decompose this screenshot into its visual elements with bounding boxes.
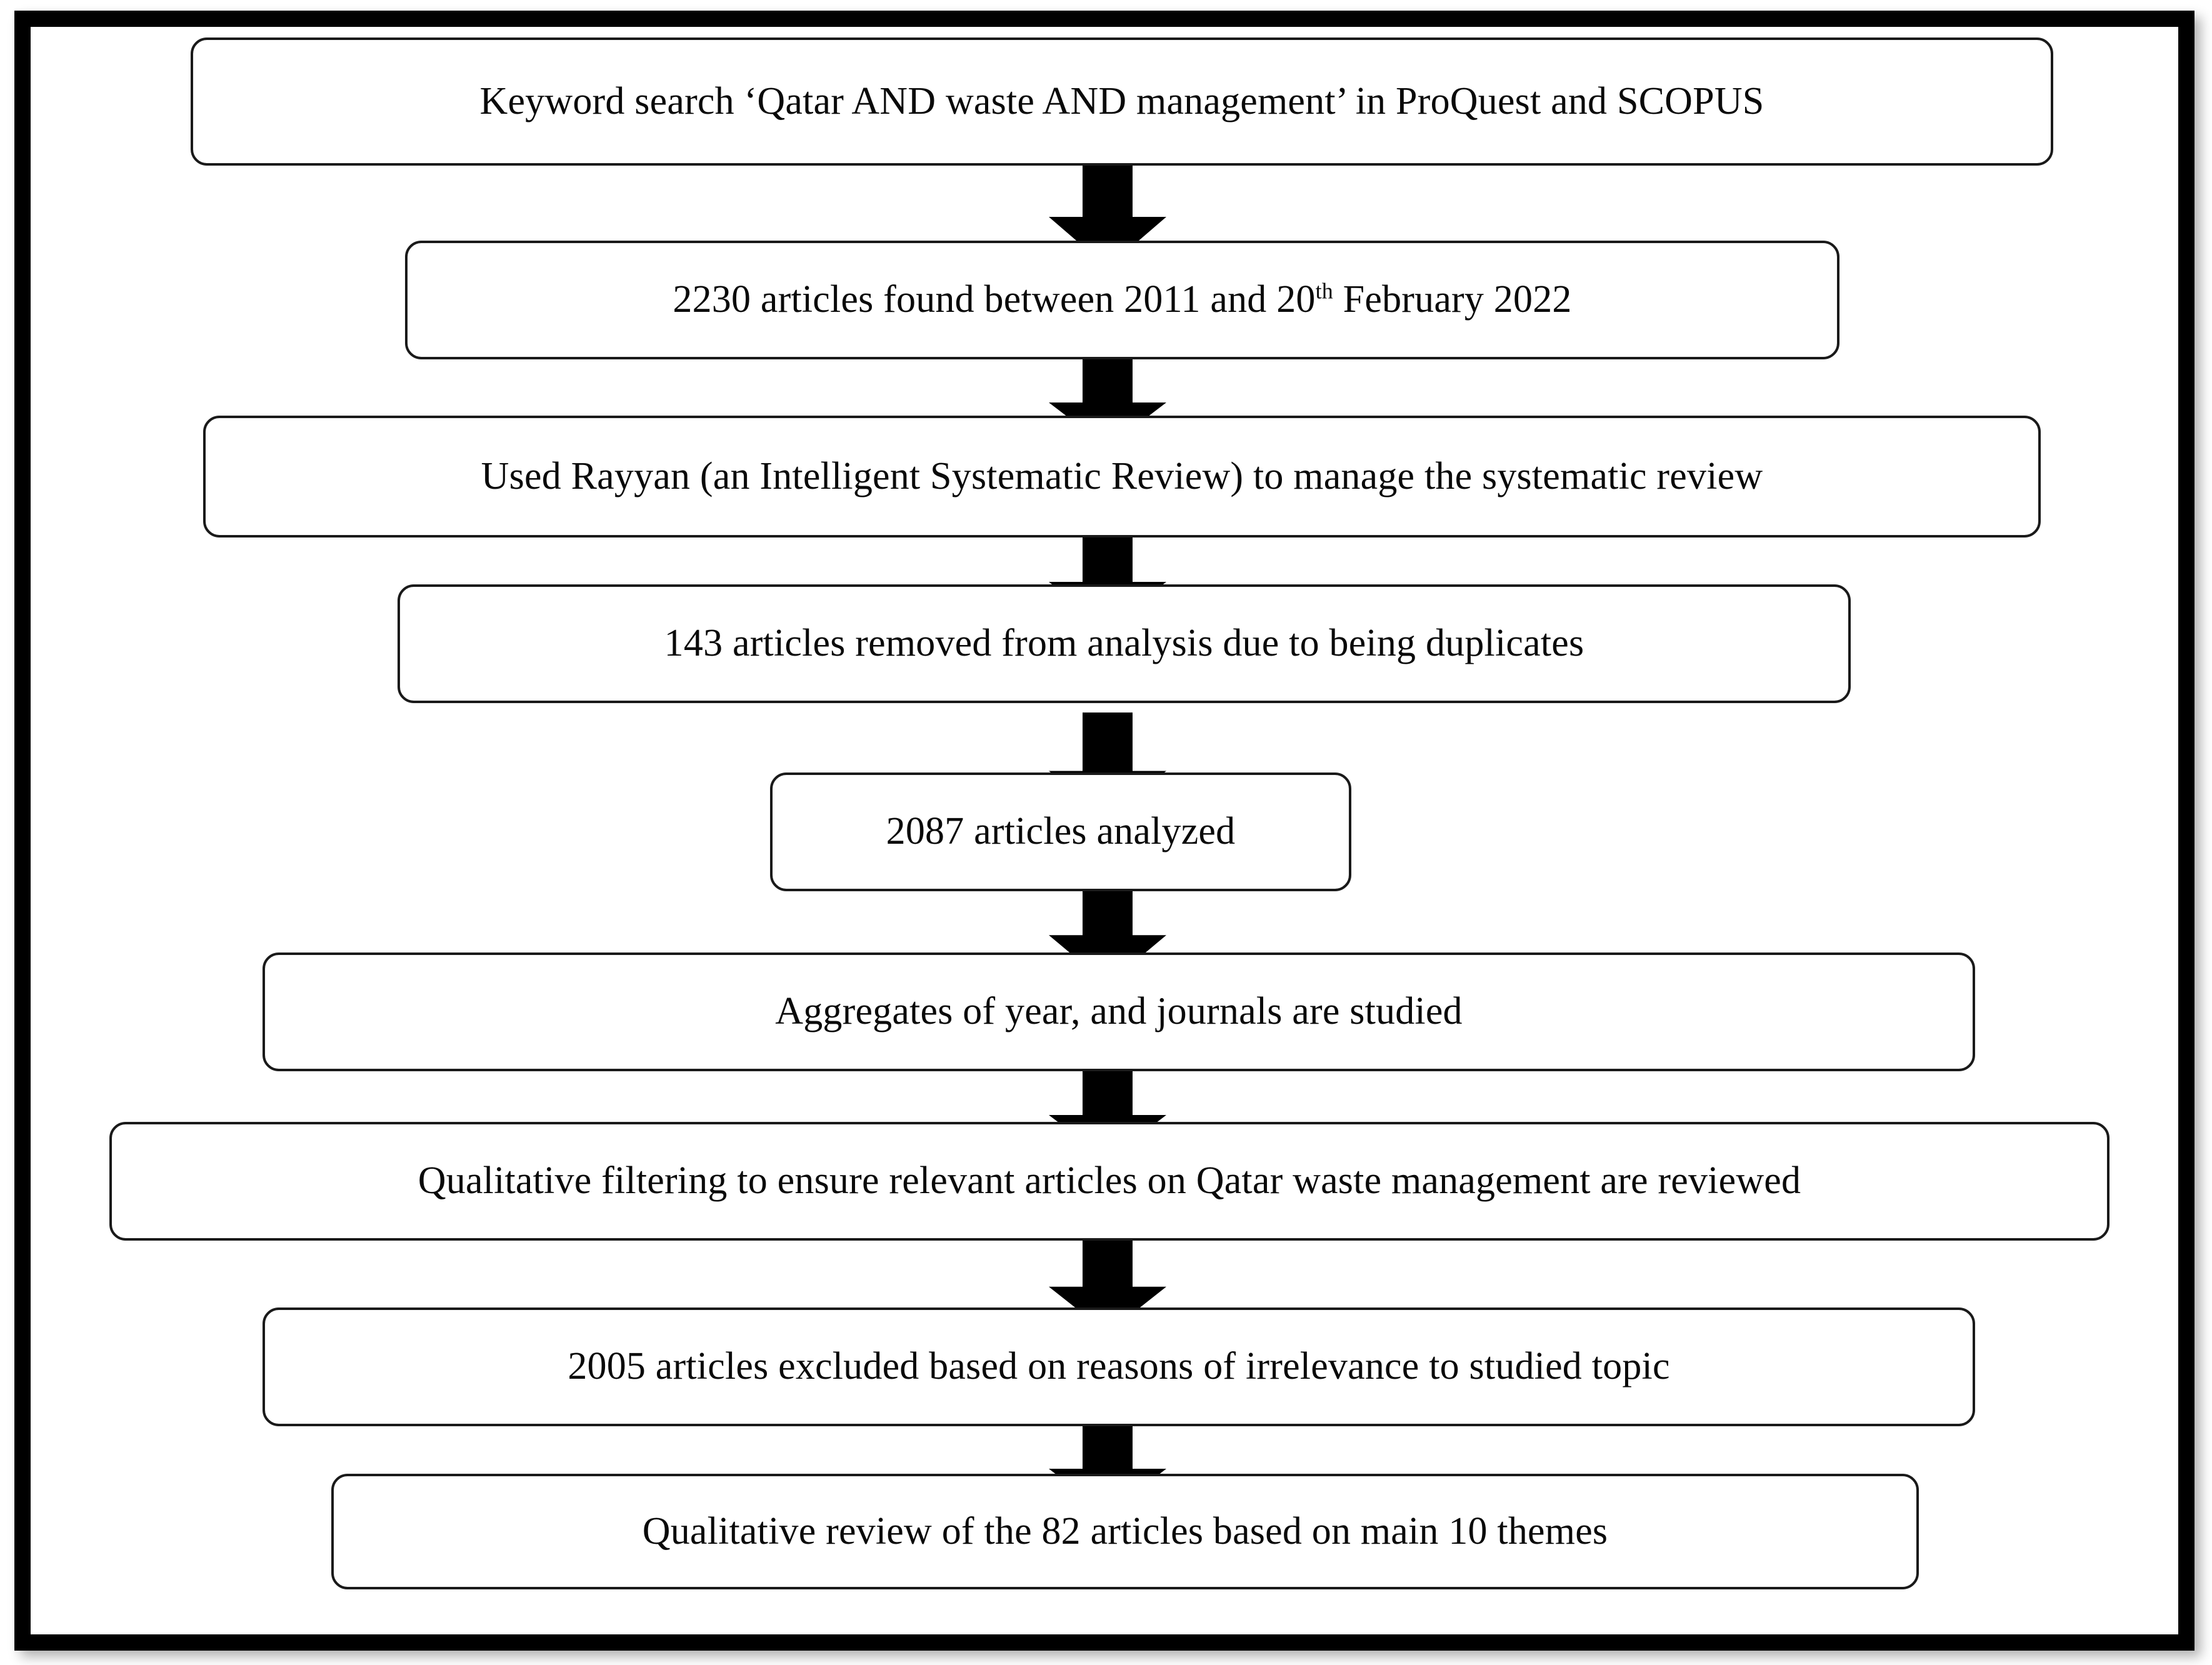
flow-node-qualitative-review[interactable]: Qualitative review of the 82 articles ba…: [331, 1474, 1919, 1589]
flow-node-label: Aggregates of year, and journals are stu…: [775, 991, 1463, 1032]
label-text: 2230 articles found between 2011 and 20: [673, 278, 1316, 321]
label-text-suffix: February 2022: [1333, 278, 1572, 321]
flow-node-label: 2230 articles found between 2011 and 20t…: [673, 279, 1571, 320]
figure-border-frame: Keyword search ‘Qatar AND waste AND mana…: [14, 11, 2194, 1651]
flow-node-label: 143 articles removed from analysis due t…: [664, 623, 1584, 664]
label-text: 2005 articles excluded based on reasons …: [568, 1345, 1670, 1388]
flow-node-qualitative-filtering[interactable]: Qualitative filtering to ensure relevant…: [109, 1122, 2109, 1241]
label-text: Keyword search ‘Qatar AND waste AND mana…: [479, 79, 1764, 122]
flow-node-articles-found[interactable]: 2230 articles found between 2011 and 20t…: [405, 241, 1839, 359]
flow-node-label: Used Rayyan (an Intelligent Systematic R…: [481, 456, 1763, 497]
flow-node-label: 2087 articles analyzed: [886, 811, 1236, 852]
flow-node-label: 2005 articles excluded based on reasons …: [568, 1346, 1669, 1387]
label-superscript: th: [1315, 278, 1333, 304]
flow-node-label: Qualitative review of the 82 articles ba…: [643, 1511, 1608, 1552]
label-text: 143 articles removed from analysis due t…: [664, 622, 1584, 665]
flow-node-articles-excluded[interactable]: 2005 articles excluded based on reasons …: [263, 1308, 1975, 1426]
flowchart-container: Keyword search ‘Qatar AND waste AND mana…: [31, 27, 2178, 1634]
label-text: Used Rayyan (an Intelligent Systematic R…: [481, 454, 1763, 498]
flow-node-aggregates-studied[interactable]: Aggregates of year, and journals are stu…: [263, 952, 1975, 1071]
flow-arrow-down: [1045, 155, 1170, 268]
flow-node-keyword-search[interactable]: Keyword search ‘Qatar AND waste AND mana…: [191, 38, 2053, 166]
flow-arrow-down: [1045, 1230, 1170, 1333]
flow-node-rayyan-tool[interactable]: Used Rayyan (an Intelligent Systematic R…: [203, 416, 2041, 538]
flow-node-label: Keyword search ‘Qatar AND waste AND mana…: [479, 81, 1764, 122]
label-text: Qualitative filtering to ensure relevant…: [418, 1159, 1801, 1202]
label-text: Qualitative review of the 82 articles ba…: [642, 1509, 1608, 1552]
flow-node-label: Qualitative filtering to ensure relevant…: [418, 1161, 1801, 1201]
label-text: 2087 articles analyzed: [886, 810, 1236, 853]
label-text: Aggregates of year, and journals are stu…: [775, 990, 1463, 1033]
flow-node-articles-analyzed[interactable]: 2087 articles analyzed: [770, 772, 1351, 891]
flow-node-duplicates-removed[interactable]: 143 articles removed from analysis due t…: [398, 584, 1851, 703]
